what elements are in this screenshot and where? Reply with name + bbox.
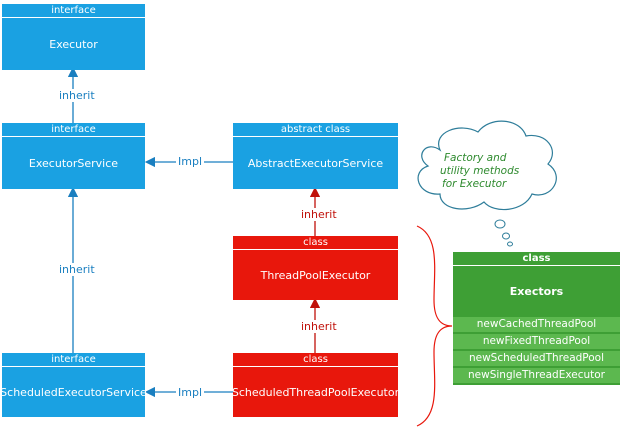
method-new-fixed-thread-pool: newFixedThreadPool	[453, 334, 620, 349]
node-executor-stereotype: interface	[2, 4, 145, 18]
method-new-scheduled-thread-pool: newScheduledThreadPool	[453, 351, 620, 366]
node-abstract-executor-service-name: AbstractExecutorService	[247, 156, 384, 170]
node-scheduled-executor-service-name: ScheduledExecutorService	[0, 385, 147, 399]
cloud-shape	[417, 120, 557, 211]
node-executor-service-stereotype: interface	[2, 123, 145, 137]
edge-label-inherit-abstract: inherit	[299, 208, 339, 221]
node-abstract-executor-service-stereotype: abstract class	[233, 123, 398, 137]
cloud-bubble-2	[502, 232, 510, 240]
node-thread-pool-executor-name: ThreadPoolExecutor	[260, 268, 371, 282]
edge-label-inherit-threadpool: inherit	[299, 320, 339, 333]
method-new-cached-thread-pool: newCachedThreadPool	[453, 317, 620, 332]
note-line-2: utility methods	[440, 165, 520, 177]
edge-label-impl-scheduled: Impl	[176, 386, 204, 399]
node-thread-pool-executor-stereotype: class	[233, 236, 398, 250]
cloud-bubble-3	[507, 241, 513, 247]
node-executors: class Exectors newCachedThreadPool newFi…	[453, 252, 620, 385]
note-line-3: for Executor	[442, 178, 507, 190]
node-scheduled-executor-service-stereotype: interface	[2, 353, 145, 367]
node-abstract-executor-service: abstract class AbstractExecutorService	[233, 123, 398, 189]
note-line-1: Factory and	[444, 152, 507, 164]
node-scheduled-thread-pool-executor: class ScheduledThreadPoolExecutor	[231, 353, 400, 417]
node-thread-pool-executor: class ThreadPoolExecutor	[233, 236, 398, 300]
method-new-single-thread-executor: newSingleThreadExecutor	[453, 368, 620, 383]
node-scheduled-thread-pool-executor-stereotype: class	[233, 353, 398, 367]
node-executor: interface Executor	[2, 4, 145, 70]
node-scheduled-executor-service: interface ScheduledExecutorService	[0, 353, 147, 417]
cloud-bubble-1	[494, 219, 506, 229]
node-executor-service-name: ExecutorService	[28, 156, 119, 170]
node-executors-name: Exectors	[509, 284, 564, 298]
node-executor-service: interface ExecutorService	[2, 123, 145, 189]
edge-label-inherit-executor: inherit	[57, 89, 97, 102]
node-executor-name: Executor	[49, 37, 98, 51]
edge-label-impl-abstract: Impl	[176, 155, 204, 168]
node-scheduled-thread-pool-executor-name: ScheduledThreadPoolExecutor	[231, 385, 400, 399]
edge-label-inherit-scheduled: inherit	[57, 263, 97, 276]
brace	[416, 225, 453, 427]
node-executors-stereotype: class	[453, 252, 620, 266]
